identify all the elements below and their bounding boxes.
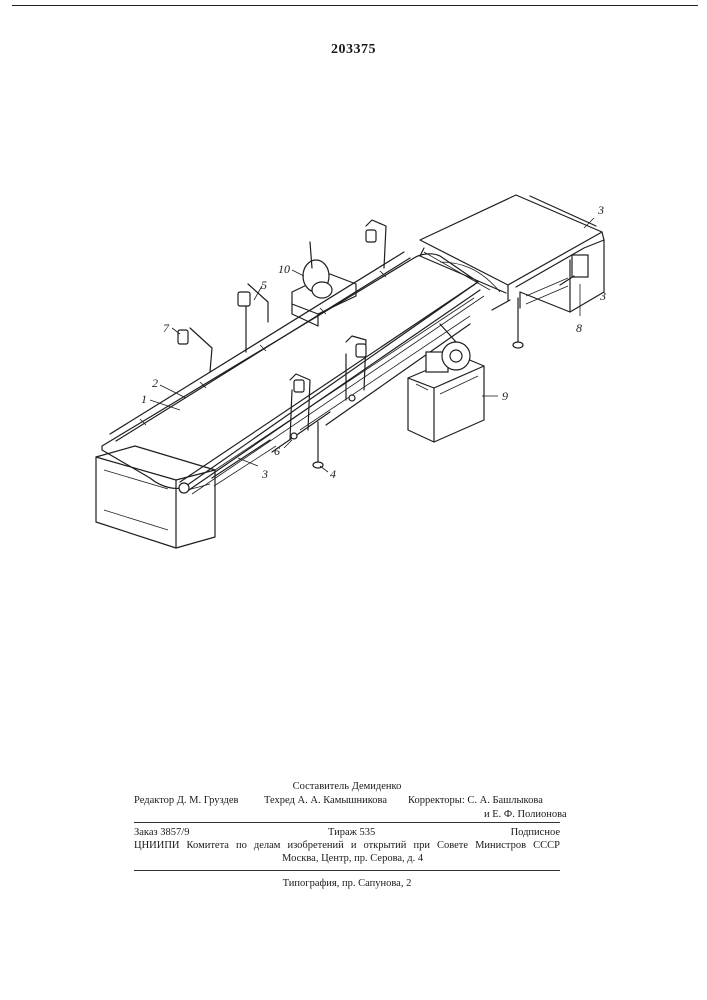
tech-editor: Техред А. А. Камышникова <box>264 794 387 807</box>
printing-house-line: Типография, пр. Сапунова, 2 <box>134 877 560 890</box>
print-run: Тираж 535 <box>328 826 375 839</box>
leader-lines <box>150 218 594 472</box>
corrector-2: и Е. Ф. Полионова <box>484 808 567 821</box>
drive-stand <box>408 324 484 442</box>
subscription: Подписное <box>511 826 560 839</box>
side-beams <box>212 316 470 486</box>
compiler-line: Составитель Демиденко <box>134 780 560 793</box>
label-4: 4 <box>330 467 336 481</box>
order-row: Заказ 3857/9 Тираж 535 Подписное <box>134 826 560 839</box>
label-3-right: 3 <box>597 203 604 217</box>
correctors: Корректоры: С. А. Башлыкова <box>408 794 543 807</box>
compiler: Составитель Демиденко <box>293 781 402 792</box>
institute-line: ЦНИИПИ Комитета по делам изобретений и о… <box>134 839 560 852</box>
imprint-rule-bottom <box>134 870 560 871</box>
label-7: 7 <box>163 321 170 335</box>
order-number: Заказ 3857/9 <box>134 826 189 839</box>
address-line: Москва, Центр, пр. Серова, д. 4 <box>134 852 560 865</box>
label-6: 6 <box>274 444 280 458</box>
motor-10 <box>292 242 356 326</box>
label-5: 5 <box>261 278 267 292</box>
label-1: 1 <box>141 392 147 406</box>
imprint-rule-top <box>134 822 560 823</box>
main-belt <box>102 254 484 494</box>
left-frame <box>96 446 215 548</box>
editor: Редактор Д. М. Груздев <box>134 794 238 807</box>
sensor-posts <box>178 220 386 468</box>
label-2: 2 <box>152 376 158 390</box>
label-3-side: 3 <box>599 289 606 303</box>
label-10: 10 <box>278 262 290 276</box>
label-9: 9 <box>502 389 508 403</box>
label-3-left: 3 <box>261 467 268 481</box>
label-8: 8 <box>576 321 582 335</box>
